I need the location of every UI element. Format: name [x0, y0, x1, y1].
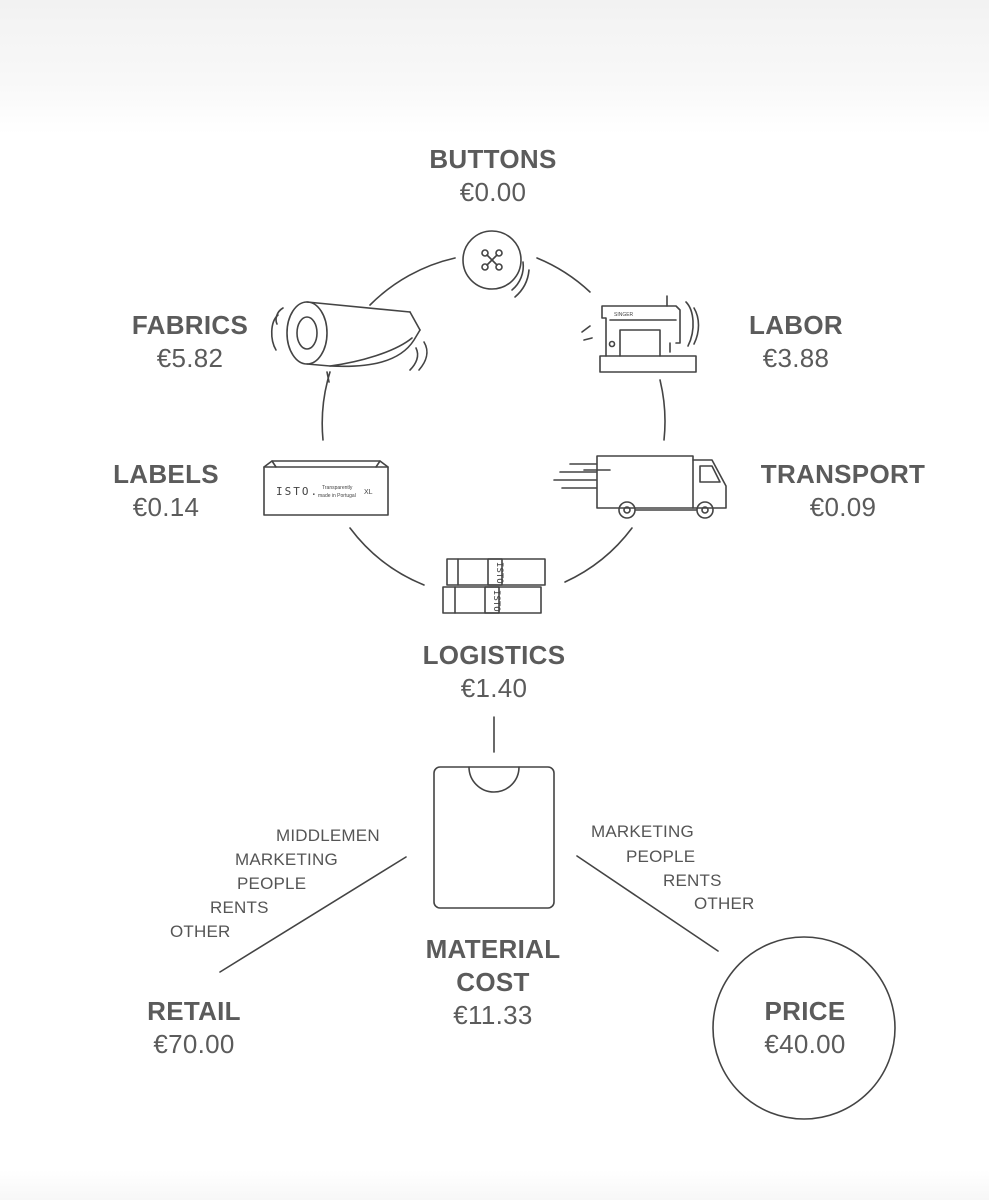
- transport-name: TRANSPORT: [760, 459, 926, 489]
- retail-overhead-item: PEOPLE: [237, 874, 307, 893]
- labor-name: LABOR: [749, 310, 843, 340]
- material-cost-value: €11.33: [453, 1000, 533, 1030]
- cycle-arc-bottom-right: [564, 527, 633, 583]
- box-icon-brand-bottom: ISTO: [491, 590, 501, 612]
- bottom-fade-band: [0, 1170, 989, 1200]
- retail-overhead-item: RENTS: [210, 898, 269, 917]
- labels-value: €0.14: [132, 492, 200, 522]
- truck-icon: [553, 455, 727, 519]
- stacked-boxes-icon: [442, 558, 546, 614]
- cycle-arc-bottom-left: [349, 527, 425, 586]
- fabrics-cost-label: FABRICS €5.82: [132, 309, 248, 375]
- retail-overhead-item: OTHER: [170, 922, 231, 941]
- label-icon-line2: made in Portugal: [318, 493, 356, 499]
- price-label: PRICE €40.00: [764, 995, 845, 1061]
- retail-overhead-item: MARKETING: [235, 850, 338, 869]
- machine-icon-brand: SINGER: [614, 312, 634, 318]
- logistics-name: LOGISTICS: [422, 640, 566, 670]
- sewing-machine-icon: [581, 295, 700, 373]
- transport-cost-label: TRANSPORT €0.09: [761, 458, 925, 524]
- retail-value: €70.00: [153, 1029, 235, 1059]
- material-cost-line2: COST: [456, 967, 530, 997]
- fabric-roll-icon: [270, 301, 428, 383]
- transport-value: €0.09: [809, 492, 877, 522]
- retail-connector: [219, 856, 407, 973]
- price-circle: [712, 936, 896, 1120]
- top-fade-band: [0, 0, 989, 135]
- retail-name: RETAIL: [147, 996, 241, 1026]
- clothing-label-icon: [263, 460, 389, 516]
- price-connector: [576, 855, 719, 952]
- cycle-arc-top-left: [369, 257, 456, 306]
- retail-overhead-item: MIDDLEMEN: [276, 826, 380, 845]
- label-icon-size: XL: [364, 489, 373, 496]
- labels-name: LABELS: [113, 459, 219, 489]
- tshirt-package-icon: [433, 766, 555, 909]
- button-icon: [462, 230, 530, 298]
- price-overhead-item: MARKETING: [591, 822, 694, 841]
- cycle-arc-top-right: [536, 257, 591, 293]
- labels-cost-label: LABELS €0.14: [113, 458, 219, 524]
- material-cost-line1: MATERIAL: [425, 934, 561, 964]
- price-overhead-item: PEOPLE: [626, 847, 696, 866]
- retail-label: RETAIL €70.00: [147, 995, 241, 1061]
- logistics-cost-label: LOGISTICS €1.40: [423, 639, 566, 705]
- logistics-value: €1.40: [460, 673, 528, 703]
- label-icon-line1: Transparently: [322, 485, 353, 491]
- labor-cost-label: LABOR €3.88: [749, 309, 843, 375]
- box-icon-brand-top: ISTO: [494, 562, 504, 584]
- cycle-arc-right: [659, 379, 666, 441]
- buttons-cost-label: BUTTONS €0.00: [429, 143, 556, 209]
- price-overhead-item: RENTS: [663, 871, 722, 890]
- buttons-name: BUTTONS: [429, 144, 557, 174]
- labor-value: €3.88: [762, 343, 830, 373]
- price-overhead-item: OTHER: [694, 894, 755, 913]
- buttons-value: €0.00: [459, 177, 527, 207]
- material-cost-label: MATERIAL COST €11.33: [426, 933, 561, 1032]
- fabrics-name: FABRICS: [131, 310, 249, 340]
- price-value: €40.00: [764, 1029, 846, 1059]
- label-icon-brand: ISTO.: [276, 485, 319, 498]
- fabrics-value: €5.82: [156, 343, 224, 373]
- price-name: PRICE: [764, 996, 846, 1026]
